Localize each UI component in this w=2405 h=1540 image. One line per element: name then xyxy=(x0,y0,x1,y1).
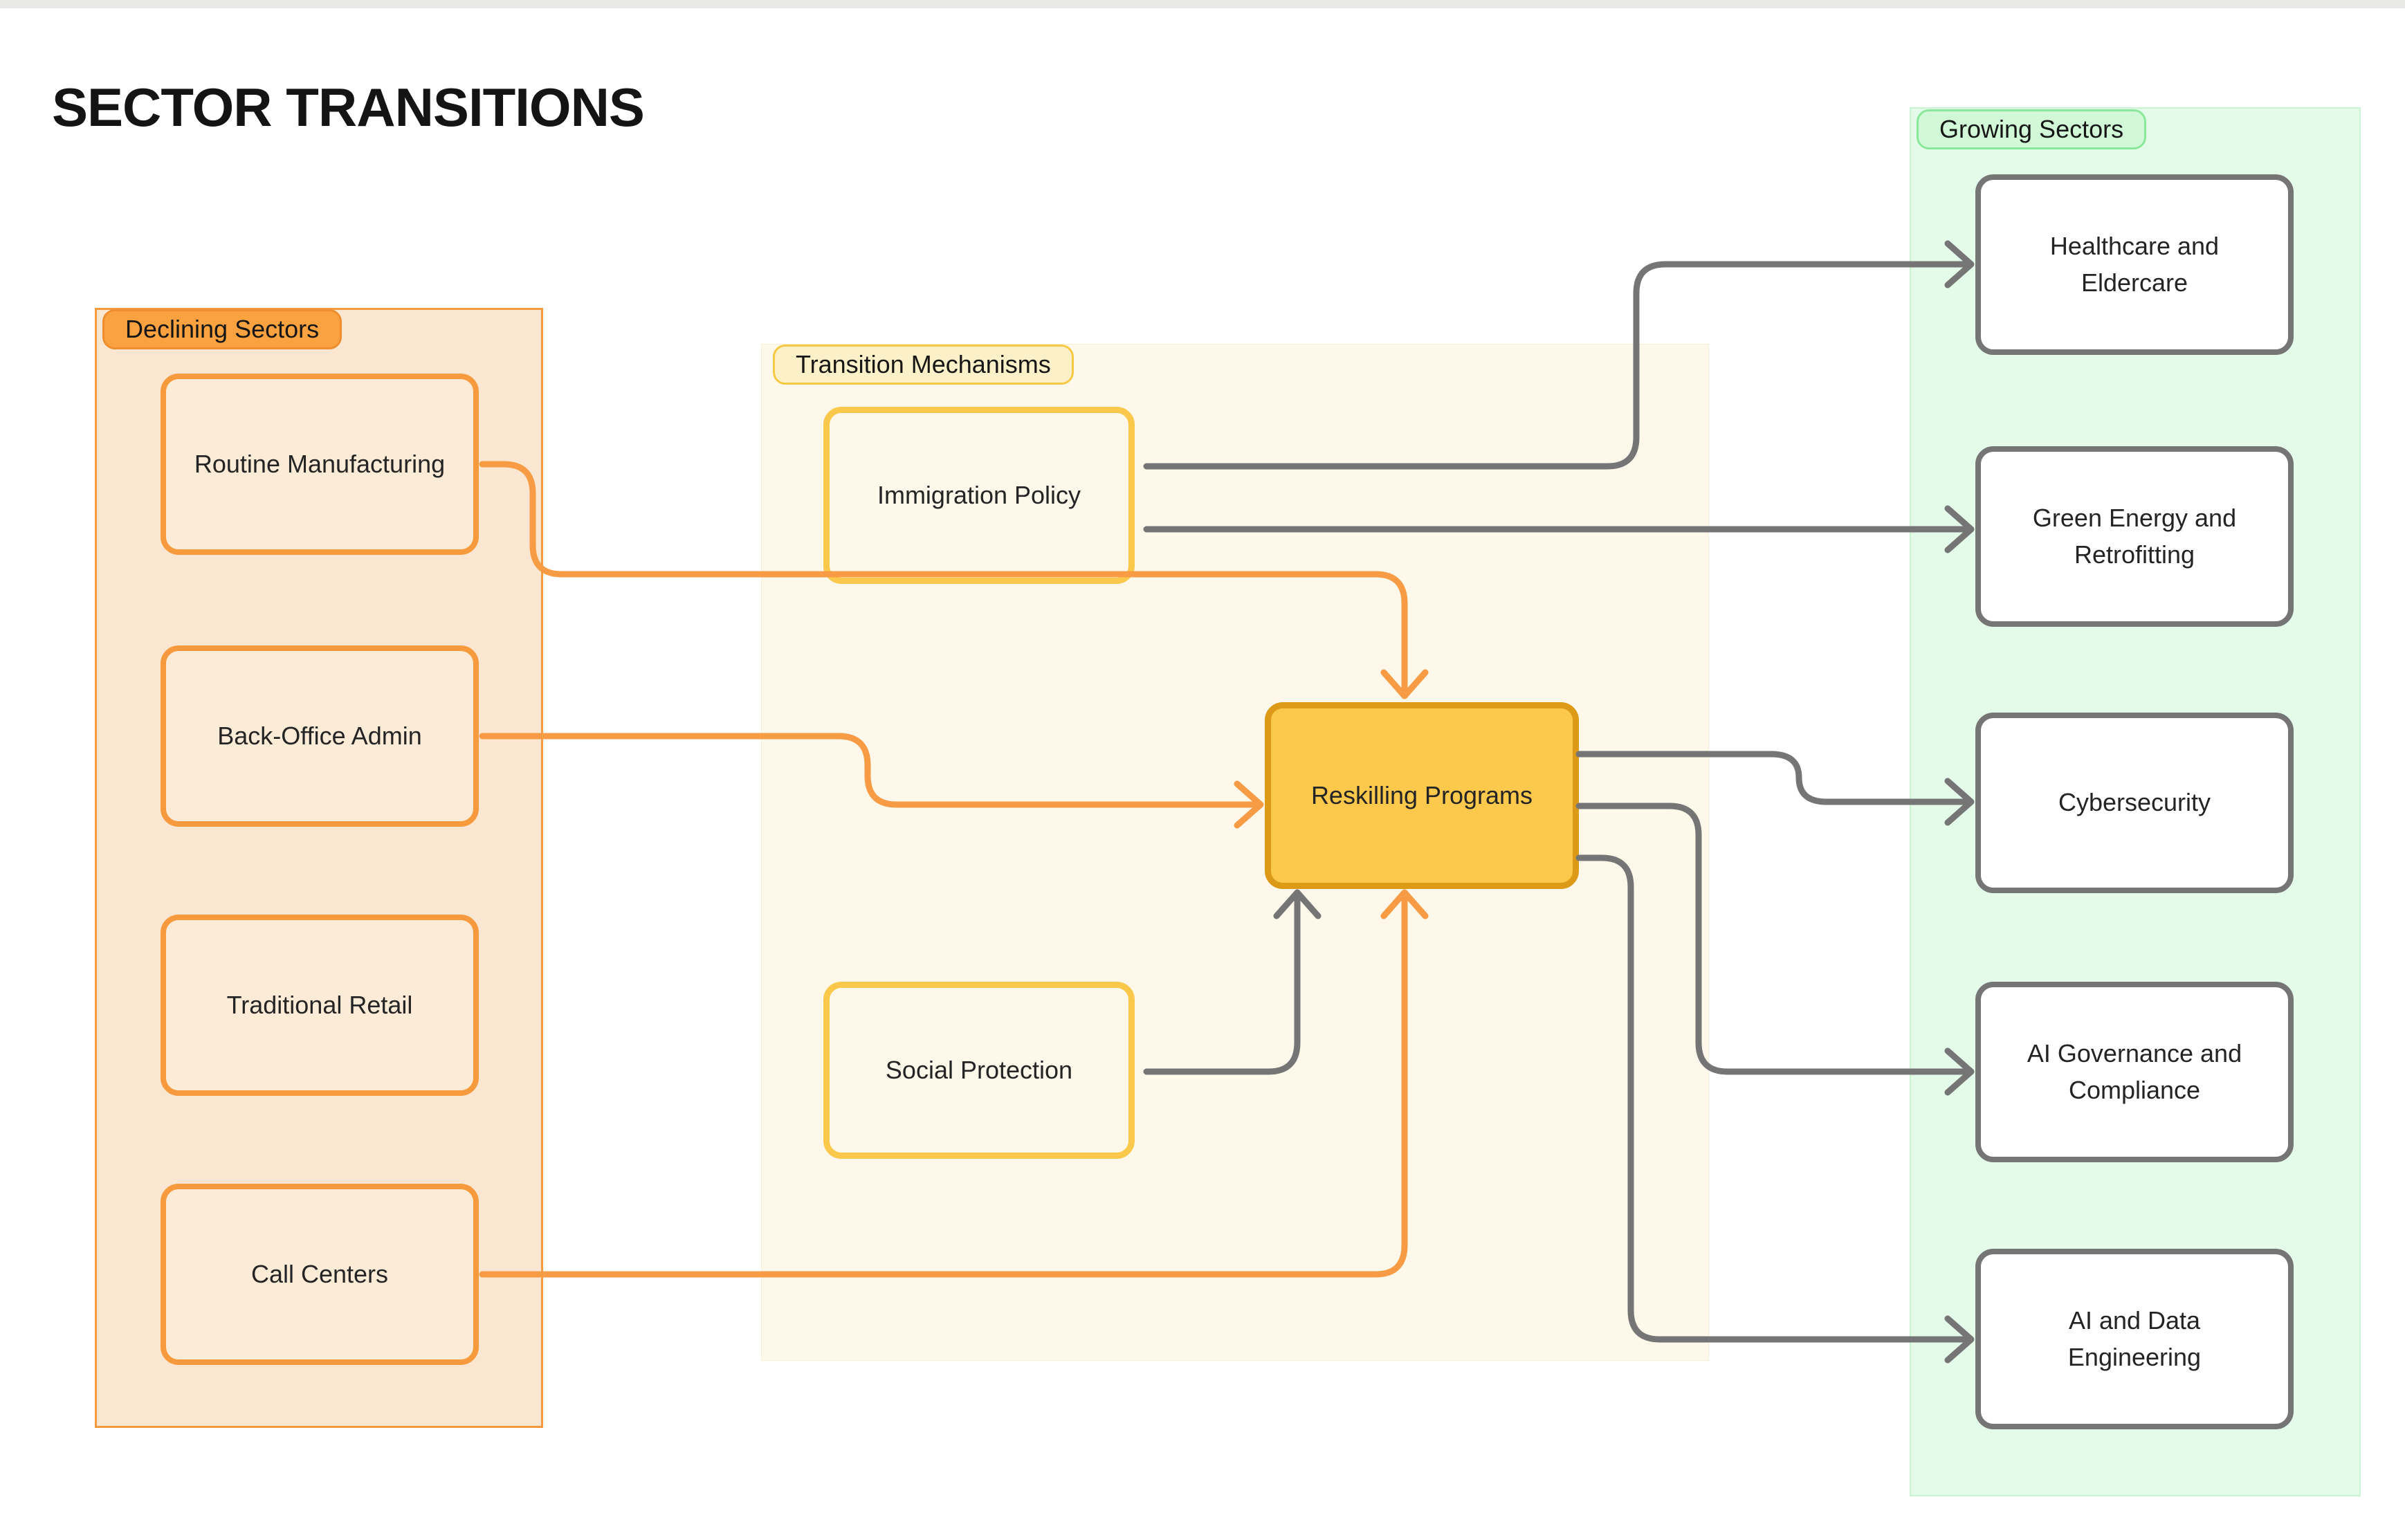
page-title: SECTOR TRANSITIONS xyxy=(52,77,645,138)
node-label: AI and Data Engineering xyxy=(2067,1306,2202,1371)
node-healthcare-and-eldercare[interactable]: Healthcare and Eldercare xyxy=(1975,174,2294,355)
node-label: Reskilling Programs xyxy=(1310,780,1533,809)
window-top-strip xyxy=(0,0,2405,8)
node-label: Healthcare and Eldercare xyxy=(2049,232,2220,297)
node-ai-governance-and-compliance[interactable]: AI Governance and Compliance xyxy=(1975,982,2294,1162)
node-label: Back-Office Admin xyxy=(217,721,422,750)
node-green-energy-and-retrofitting[interactable]: Green Energy and Retrofitting xyxy=(1975,446,2294,627)
node-label: Social Protection xyxy=(885,1055,1073,1084)
group-label-transition-mechanisms[interactable]: Transition Mechanisms xyxy=(773,345,1074,385)
node-traditional-retail[interactable]: Traditional Retail xyxy=(161,915,479,1096)
node-social-protection[interactable]: Social Protection xyxy=(823,982,1135,1159)
group-label-text: Transition Mechanisms xyxy=(796,350,1051,378)
node-label: Routine Manufacturing xyxy=(194,449,446,478)
node-back-office-admin[interactable]: Back-Office Admin xyxy=(161,645,479,827)
node-label: Traditional Retail xyxy=(226,990,413,1019)
group-label-text: Declining Sectors xyxy=(125,315,320,343)
node-label: Green Energy and Retrofitting xyxy=(2032,504,2237,569)
node-label: Cybersecurity xyxy=(2058,788,2211,817)
node-reskilling-programs[interactable]: Reskilling Programs xyxy=(1265,702,1579,889)
node-ai-and-data-engineering[interactable]: AI and Data Engineering xyxy=(1975,1249,2294,1429)
node-label: Call Centers xyxy=(250,1259,389,1288)
group-label-declining-sectors[interactable]: Declining Sectors xyxy=(102,309,342,349)
node-call-centers[interactable]: Call Centers xyxy=(161,1184,479,1365)
group-label-growing-sectors[interactable]: Growing Sectors xyxy=(1917,109,2147,149)
node-label: Immigration Policy xyxy=(877,480,1081,509)
node-label: AI Governance and Compliance xyxy=(2027,1039,2242,1104)
node-immigration-policy[interactable]: Immigration Policy xyxy=(823,407,1135,584)
node-routine-manufacturing[interactable]: Routine Manufacturing xyxy=(161,374,479,555)
group-label-text: Growing Sectors xyxy=(1939,115,2124,143)
node-cybersecurity[interactable]: Cybersecurity xyxy=(1975,713,2294,893)
